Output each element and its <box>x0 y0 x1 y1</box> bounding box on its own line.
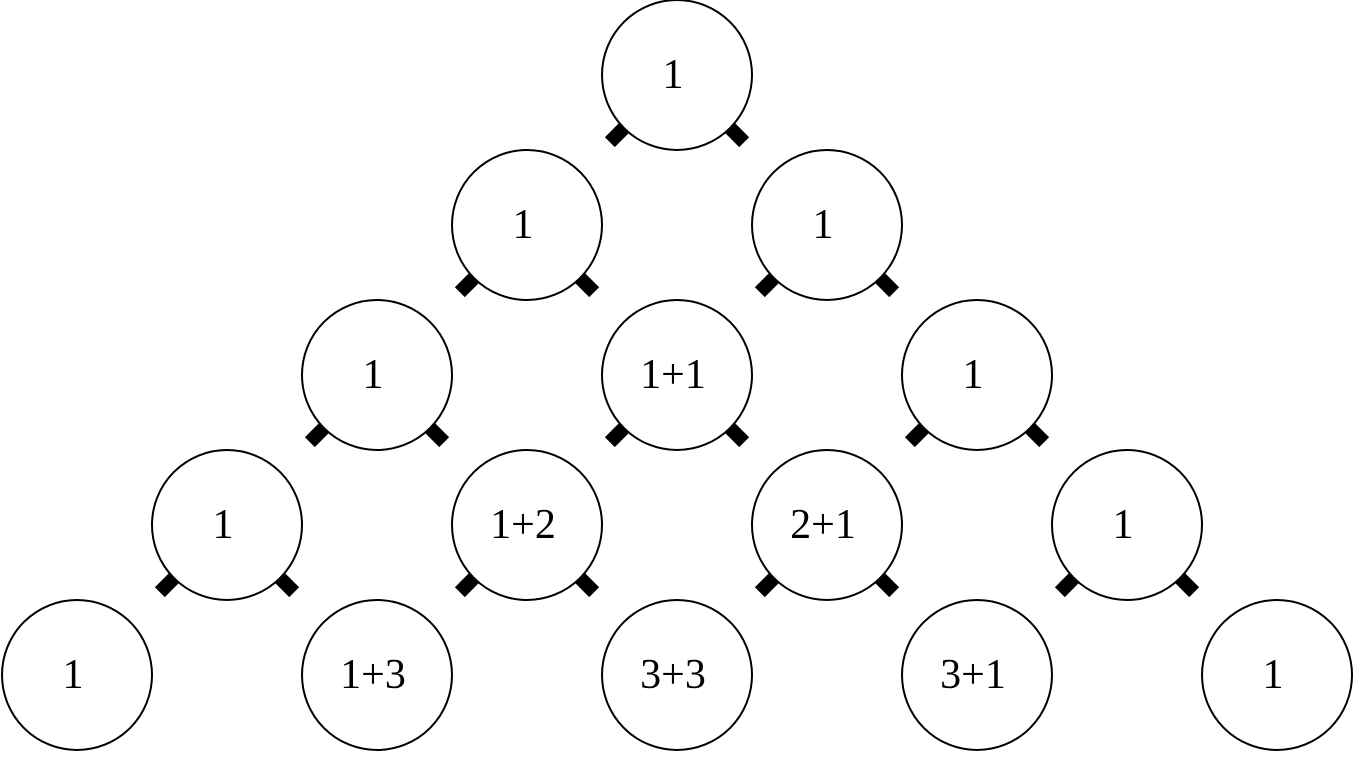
node-label: 1 <box>1263 652 1284 698</box>
node-r1-c1: 1 <box>751 149 903 301</box>
node-label: 1 <box>1113 502 1134 548</box>
node-label: 1+1 <box>640 352 706 398</box>
node-r2-c0: 1 <box>301 299 453 451</box>
node-r3-c1: 1+2 <box>451 449 603 601</box>
node-r0-c0: 1 <box>601 0 753 151</box>
node-r2-c1: 1+1 <box>601 299 753 451</box>
node-circle <box>151 449 303 601</box>
node-r3-c3: 1 <box>1051 449 1203 601</box>
node-circle <box>1201 599 1353 751</box>
node-r4-c3: 3+1 <box>901 599 1053 751</box>
node-label: 1 <box>663 52 684 98</box>
node-circle <box>451 149 603 301</box>
node-circle <box>301 299 453 451</box>
node-r4-c1: 1+3 <box>301 599 453 751</box>
node-circle <box>601 599 753 751</box>
node-label: 1 <box>363 352 384 398</box>
node-circle <box>901 599 1053 751</box>
node-r3-c2: 2+1 <box>751 449 903 601</box>
node-r2-c2: 1 <box>901 299 1053 451</box>
node-r4-c2: 3+3 <box>601 599 753 751</box>
node-r3-c0: 1 <box>151 449 303 601</box>
node-r4-c0: 1 <box>1 599 153 751</box>
node-label: 1 <box>63 652 84 698</box>
node-circle <box>1051 449 1203 601</box>
node-label: 3+3 <box>640 652 706 698</box>
node-label: 1 <box>513 202 534 248</box>
node-label: 1+2 <box>490 502 556 548</box>
node-label: 1 <box>963 352 984 398</box>
node-circle <box>601 0 753 151</box>
node-circle <box>751 449 903 601</box>
node-r4-c4: 1 <box>1201 599 1353 751</box>
node-label: 2+1 <box>790 502 856 548</box>
node-label: 1+3 <box>340 652 406 698</box>
node-label: 3+1 <box>940 652 1006 698</box>
node-label: 1 <box>213 502 234 548</box>
node-circle <box>751 149 903 301</box>
node-label: 1 <box>813 202 834 248</box>
node-circle <box>901 299 1053 451</box>
node-circle <box>601 299 753 451</box>
node-r1-c0: 1 <box>451 149 603 301</box>
node-circle <box>301 599 453 751</box>
node-circle <box>1 599 153 751</box>
node-circle <box>451 449 603 601</box>
